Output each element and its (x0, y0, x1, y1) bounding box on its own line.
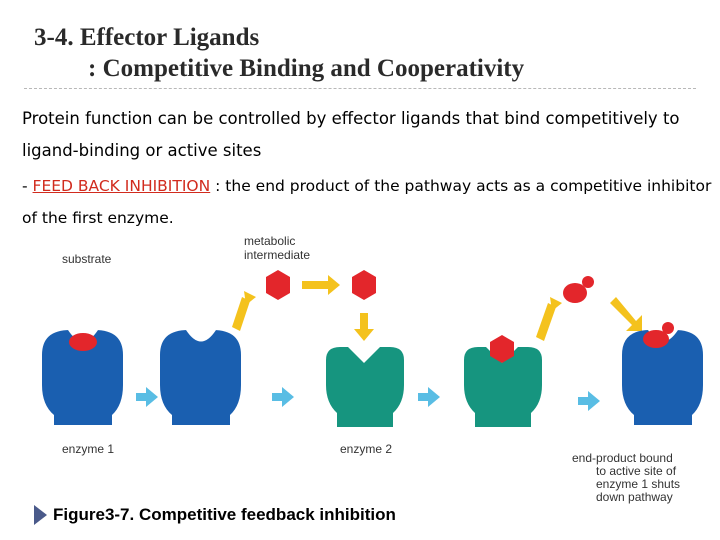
feedback-inhibition-figure: substrate metabolic intermediate enzyme … (42, 235, 703, 504)
figure-caption: Figure3-7. Competitive feedback inhibiti… (53, 505, 396, 524)
end-product-molecule (563, 276, 594, 303)
paragraph-feedback-inhibition: - FEED BACK INHIBITION : the end product… (22, 170, 712, 234)
end-note-line4: down pathway (596, 490, 673, 504)
pathway-arrow-1 (136, 387, 158, 407)
enzyme-1-shape-b (160, 330, 241, 425)
title-divider (24, 88, 696, 89)
bullet-triangle-icon (34, 505, 47, 525)
enzyme-2-label: enzyme 2 (340, 442, 392, 456)
yellow-arrow-down (354, 313, 374, 341)
enzyme-1-label: enzyme 1 (62, 442, 114, 456)
substrate-label: substrate (62, 252, 112, 266)
enzyme-2-shape-b (464, 347, 542, 427)
end-note-line3: enzyme 1 shuts (596, 477, 680, 491)
end-product-bound (643, 322, 674, 348)
substrate-molecule (69, 333, 97, 351)
yellow-arrow-up-2-head (550, 297, 562, 311)
yellow-arrow-right (302, 275, 340, 295)
figure-caption-row: Figure3-7. Competitive feedback inhibiti… (34, 505, 396, 525)
yellow-arrow-down-right (610, 297, 642, 331)
feedback-inhibition-definition: : the end product of the pathway acts as… (22, 177, 712, 227)
pathway-arrow-4 (578, 391, 600, 411)
yellow-arrow-up (232, 297, 250, 331)
slide-title: 3-4. Effector Ligands : Competitive Bind… (34, 22, 524, 84)
pathway-arrow-3 (418, 387, 440, 407)
title-line-2: : Competitive Binding and Cooperativity (88, 55, 525, 82)
end-note-line1: end-product bound (572, 451, 673, 465)
yellow-arrow-up-head (244, 291, 256, 305)
bullet-dash: - (22, 177, 33, 195)
enzyme-2-shape (326, 347, 404, 427)
yellow-arrow-up-2 (536, 303, 556, 341)
metabolic-label-line2: intermediate (244, 248, 310, 262)
title-line-1: 3-4. Effector Ligands (34, 24, 260, 51)
paragraph-effector-ligands: Protein function can be controlled by ef… (22, 109, 680, 160)
intermediate-molecule (266, 270, 290, 300)
metabolic-label-line1: metabolic (244, 235, 295, 248)
intermediate-bound (490, 335, 514, 363)
pathway-arrow-2 (272, 387, 294, 407)
end-note-line2: to active site of (596, 464, 677, 478)
feedback-inhibition-term: FEED BACK INHIBITION (32, 177, 211, 195)
intermediate-molecule-2 (352, 270, 376, 300)
